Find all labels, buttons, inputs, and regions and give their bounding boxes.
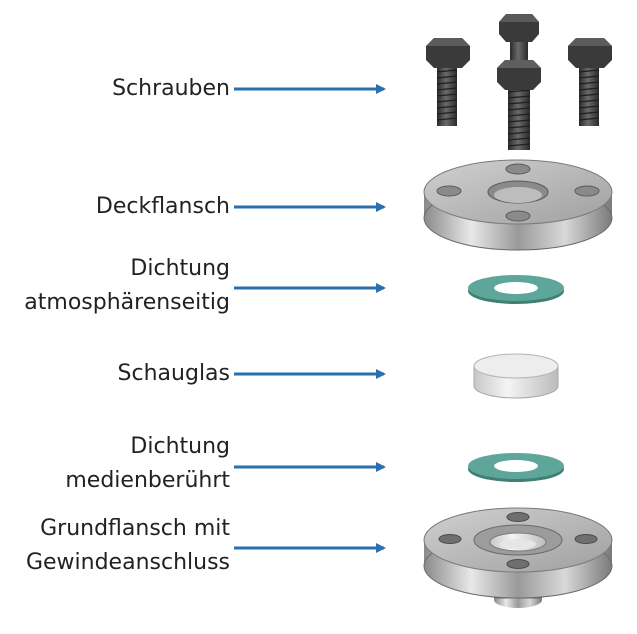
label-dichtung-atmo: Dichtung atmosphärenseitig <box>24 252 230 320</box>
label-dichtung-medien-line2: medienberührt <box>65 468 230 493</box>
bolt-right <box>568 38 612 126</box>
label-schrauben: Schrauben <box>112 72 230 106</box>
bolt-back <box>499 14 539 80</box>
sight-glass-icon <box>473 353 559 399</box>
label-deckflansch: Deckflansch <box>96 190 230 224</box>
label-grundflansch: Grundflansch mit Gewindeanschluss <box>26 512 230 580</box>
label-dichtung-medien-line1: Dichtung <box>130 434 230 459</box>
bolt-front <box>497 60 541 150</box>
cover-flange-icon <box>423 159 613 251</box>
base-flange-icon <box>423 507 613 608</box>
gasket-media-icon <box>468 453 564 482</box>
bolt-left <box>426 38 470 126</box>
label-schrauben-line1: Schrauben <box>112 76 230 101</box>
label-dichtung-atmo-line1: Dichtung <box>130 256 230 281</box>
gasket-atmospheric-icon <box>468 275 564 304</box>
bolts-icon <box>426 14 612 150</box>
arrows <box>234 84 386 553</box>
label-grundflansch-line1: Grundflansch mit <box>40 516 230 541</box>
label-grundflansch-line2: Gewindeanschluss <box>25 550 230 575</box>
label-deckflansch-line1: Deckflansch <box>95 194 230 219</box>
label-schauglas-line1: Schauglas <box>117 361 230 386</box>
label-schauglas: Schauglas <box>118 357 230 391</box>
label-dichtung-atmo-line2: atmosphärenseitig <box>24 290 230 315</box>
label-dichtung-medien: Dichtung medienberührt <box>65 430 230 498</box>
